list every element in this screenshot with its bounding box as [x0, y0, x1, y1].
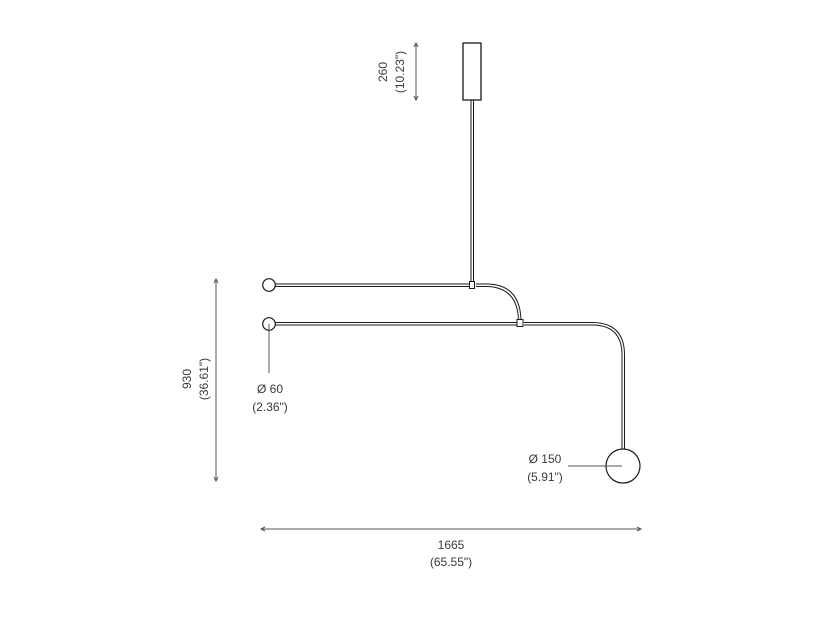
large-globe-diameter-in: (5.91") — [527, 470, 563, 484]
stem — [470, 100, 474, 284]
overall-height-in: (36.61") — [197, 358, 211, 400]
canopy-height-dimension — [413, 41, 419, 102]
canopy-height-in: (10.23") — [393, 51, 407, 93]
overall-width-mm: 1665 — [438, 538, 465, 552]
overall-width-in: (65.55") — [430, 555, 472, 569]
small-globe-upper — [262, 278, 276, 292]
small-globe-diameter-mm: Ø 60 — [257, 382, 283, 396]
lower-arm — [275, 322, 625, 449]
canopy-height-mm: 260 — [376, 62, 390, 82]
large-globe-diameter-mm: Ø 150 — [529, 452, 562, 466]
upper-joint — [469, 281, 475, 289]
overall-height-mm: 930 — [180, 369, 194, 389]
lower-joint — [516, 319, 524, 327]
overall-width-dimension — [259, 526, 643, 532]
small-globe-diameter-in: (2.36") — [252, 400, 288, 414]
overall-height-dimension — [213, 277, 219, 483]
canopy — [462, 42, 482, 101]
upper-arm — [275, 283, 522, 321]
